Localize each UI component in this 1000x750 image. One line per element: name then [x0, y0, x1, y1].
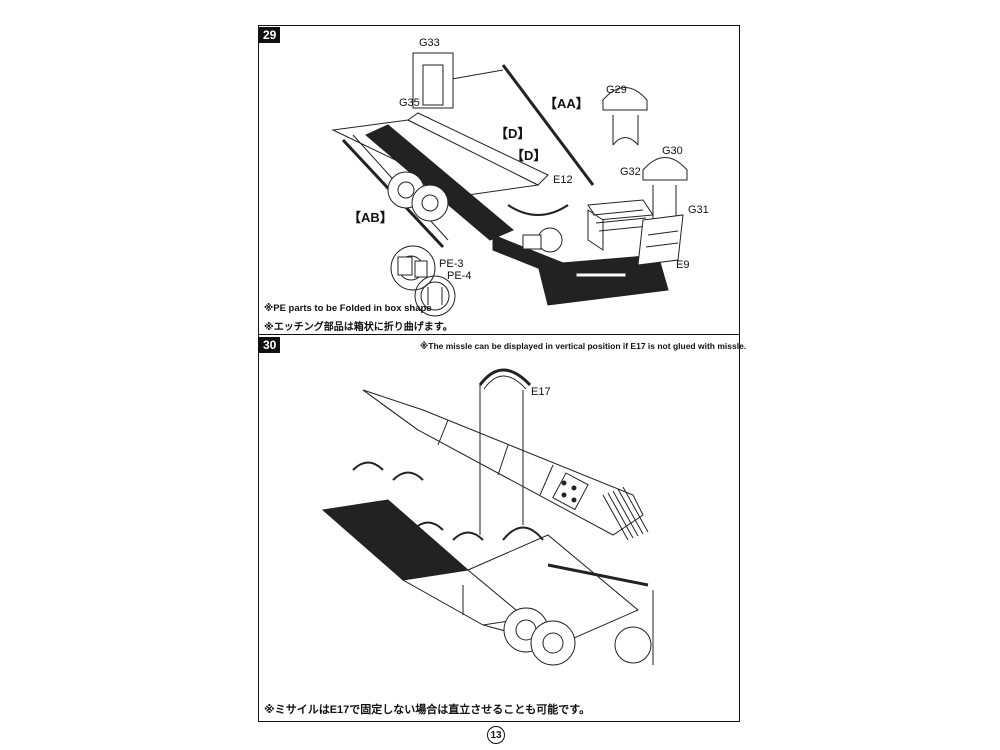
step29-trailer-drawing — [331, 52, 669, 311]
part-label-d-upper: 【D】 — [495, 126, 531, 141]
page-number: 13 — [487, 726, 505, 744]
step30-missile-drawing — [362, 368, 649, 541]
pe-fold-note-english: ※PE parts to be Folded in box shape — [264, 303, 432, 314]
part-label-pe3: PE-3 — [439, 258, 464, 270]
part-label-e9: E9 — [676, 259, 690, 271]
vertical-display-note-japanese: ※ミサイルはE17で固定しない場合は直立させることも可能です。 — [264, 704, 591, 716]
step30-trailer-drawing — [321, 461, 654, 666]
step-divider — [258, 334, 740, 335]
part-label-pe4: PE-4 — [447, 270, 472, 282]
part-label-aa: 【AA】 — [544, 96, 589, 111]
missile-fins — [602, 486, 649, 541]
part-label-ab: 【AB】 — [348, 210, 393, 225]
instruction-frame — [258, 25, 740, 722]
part-label-g30: G30 — [662, 145, 683, 157]
part-label-e12: E12 — [553, 174, 573, 186]
part-label-g35: G35 — [399, 97, 420, 109]
part-label-d-lower: 【D】 — [511, 148, 547, 163]
vertical-display-note-english: ※The missle can be displayed in vertical… — [420, 341, 747, 351]
assembly-illustrations — [321, 52, 688, 666]
part-label-g29: G29 — [606, 84, 627, 96]
part-label-g32: G32 — [620, 166, 641, 178]
step-number-29: 29 — [259, 27, 281, 43]
step29-stand-parts — [587, 87, 688, 266]
pe-fold-note-japanese: ※エッチング部品は箱状に折り曲げます。 — [264, 322, 453, 333]
step-number-30: 30 — [259, 337, 281, 353]
part-label-g33: G33 — [419, 37, 440, 49]
part-label-e17: E17 — [531, 386, 551, 398]
part-label-g31: G31 — [688, 204, 709, 216]
